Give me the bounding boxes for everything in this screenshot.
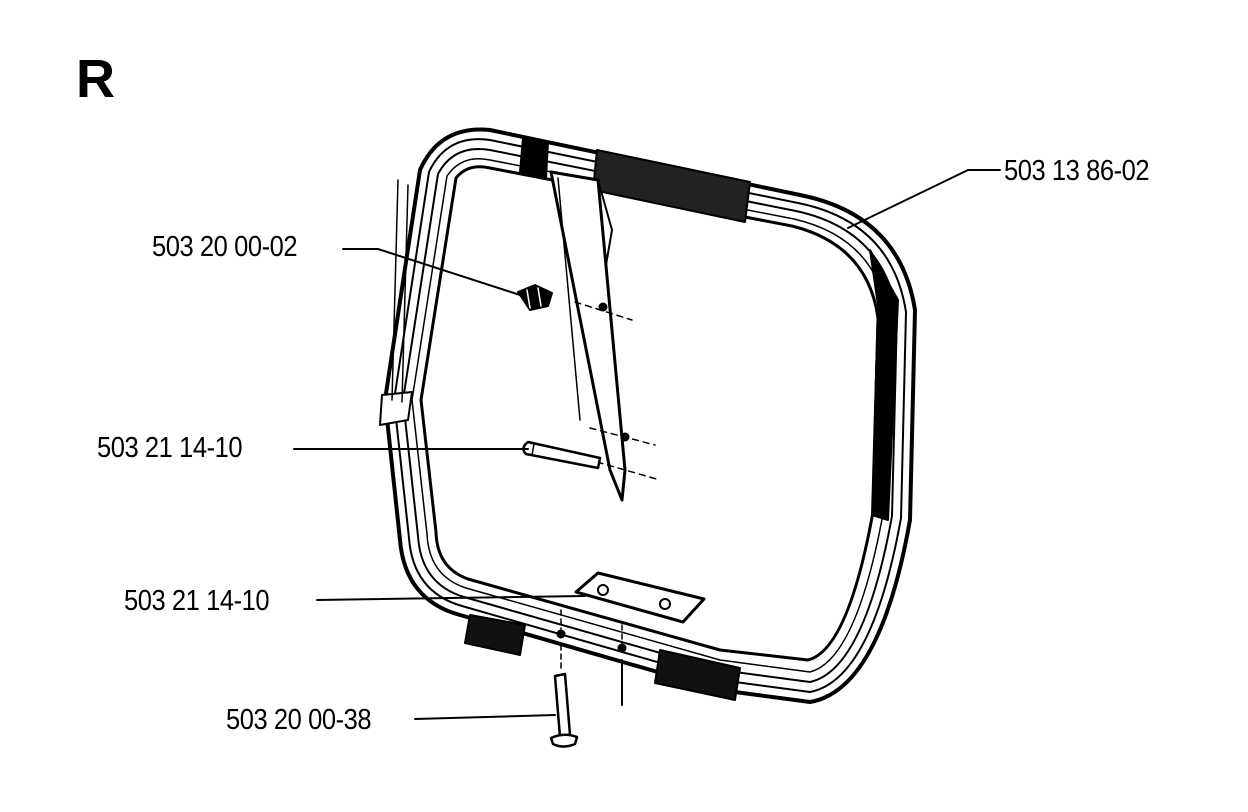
leader-front-handle (847, 169, 1001, 229)
upper-pin (522, 440, 602, 470)
leader-bracket-screw (342, 248, 521, 296)
leader-bottom-screw (414, 714, 556, 720)
front-handle-tube (379, 127, 917, 704)
lower-plate (556, 571, 706, 706)
part-number-front-handle: 503 13 86-02 (1004, 155, 1150, 187)
leader-lines (293, 169, 1001, 720)
part-number-bracket-screw: 503 20 00-02 (152, 231, 298, 263)
section-letter: R (76, 49, 115, 109)
mounting-bracket (549, 170, 661, 502)
bottom-screw (549, 672, 579, 748)
bracket-screw (517, 284, 553, 311)
part-number-upper-pin: 503 21 14-10 (97, 432, 243, 464)
part-number-bottom-screw: 503 20 00-38 (226, 704, 372, 736)
leader-lower-pin (316, 595, 586, 601)
part-number-lower-pin: 503 21 14-10 (124, 585, 270, 617)
